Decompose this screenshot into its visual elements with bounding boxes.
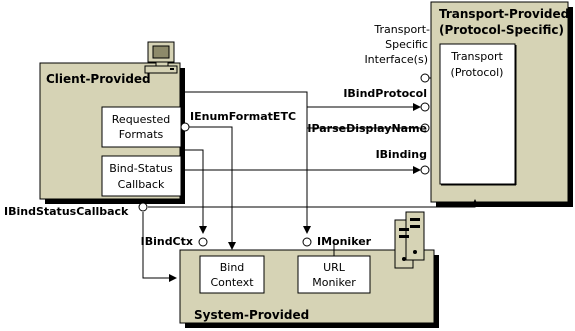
requested-formats-label-line1: Requested — [112, 113, 170, 126]
requested-formats-label-line2: Formats — [119, 128, 164, 141]
bind-status-callback-box: Bind-Status Callback — [101, 155, 182, 197]
ibindctx-port — [198, 237, 208, 247]
requested-formats-box: Requested Formats — [101, 106, 182, 148]
iparsedisplayname-label: IParseDisplayName — [307, 122, 427, 135]
ibindprotocol-port — [420, 102, 430, 112]
transport-provided-title: Transport-Provided — [439, 7, 569, 21]
transport-specific-label-line2: Specific — [385, 38, 428, 51]
imoniker-port — [302, 237, 312, 247]
connectors — [142, 77, 479, 282]
bind-status-callback-label-line1: Bind-Status — [109, 162, 173, 175]
url-moniker-box: URL Moniker — [297, 255, 371, 294]
imoniker-label: IMoniker — [317, 235, 372, 248]
transport-specific-label-line3: Interface(s) — [364, 53, 428, 66]
ienumformatetc-port — [180, 122, 190, 132]
url-moniker-label-line2: Moniker — [312, 276, 356, 289]
url-moniker-label-line1: URL — [323, 261, 346, 274]
ibindstatuscallback-label: IBindStatusCallback — [4, 205, 129, 218]
ibindstatuscallback-port — [138, 202, 148, 212]
transport-protocol-box: Transport (Protocol) — [439, 43, 517, 186]
transport-protocol-label-line1: Transport — [450, 50, 503, 63]
system-provided-title: System-Provided — [194, 308, 309, 322]
bind-context-label-line1: Bind — [220, 261, 245, 274]
computer-icon — [144, 41, 178, 74]
ibinding-label: IBinding — [376, 148, 427, 161]
interface-ports — [138, 73, 430, 247]
bind-context-label-line2: Context — [210, 276, 254, 289]
bind-context-box: Bind Context — [199, 255, 265, 294]
ibindprotocol-label: IBindProtocol — [343, 87, 427, 100]
ibindctx-label: IBindCtx — [141, 235, 193, 248]
transport-protocol-label-line2: (Protocol) — [451, 66, 504, 79]
transport-specific-port — [420, 73, 430, 83]
transport-provided-subtitle: (Protocol-Specific) — [439, 23, 564, 37]
interface-labels: Transport- Specific Interface(s) IBindPr… — [4, 23, 430, 248]
server-icon — [394, 211, 425, 269]
transport-specific-label-line1: Transport- — [373, 23, 430, 36]
iparsedisplayname-port — [420, 123, 430, 133]
bind-status-callback-label-line2: Callback — [118, 178, 165, 191]
ienumformatetc-label: IEnumFormatETC — [190, 110, 296, 123]
ibinding-port — [420, 165, 430, 175]
client-provided-title: Client-Provided — [46, 72, 151, 86]
